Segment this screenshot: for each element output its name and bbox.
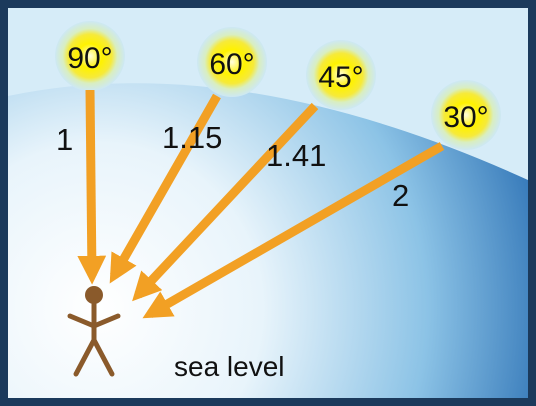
- path-length-label: 1.15: [162, 120, 222, 155]
- sun-angle-label: 30°: [443, 101, 488, 134]
- sun-45: 45°: [306, 40, 376, 110]
- sun-angle-label: 45°: [318, 61, 363, 94]
- sun-angle-label: 60°: [209, 48, 254, 81]
- path-length-label: 2: [392, 178, 409, 213]
- light-path-arrow-60: [109, 93, 221, 284]
- path-length-label: 1.41: [266, 138, 326, 173]
- light-path-arrow-45: [132, 102, 319, 302]
- light-path-arrow-30: [142, 142, 445, 319]
- sea-level-label: sea level: [174, 351, 285, 382]
- sun-30: 30°: [431, 80, 501, 150]
- sun-60: 60°: [197, 27, 267, 97]
- person-figure: [67, 286, 121, 377]
- sun-angle-label: 90°: [67, 42, 112, 75]
- sun-90: 90°: [55, 21, 125, 91]
- path-length-label: 1: [56, 122, 73, 157]
- atmosphere-layer: [8, 83, 528, 398]
- light-path-arrow-90: [77, 89, 107, 285]
- air-mass-diagram: 90° 60° 45° 30° 1 1.15 1.41 2: [8, 8, 528, 398]
